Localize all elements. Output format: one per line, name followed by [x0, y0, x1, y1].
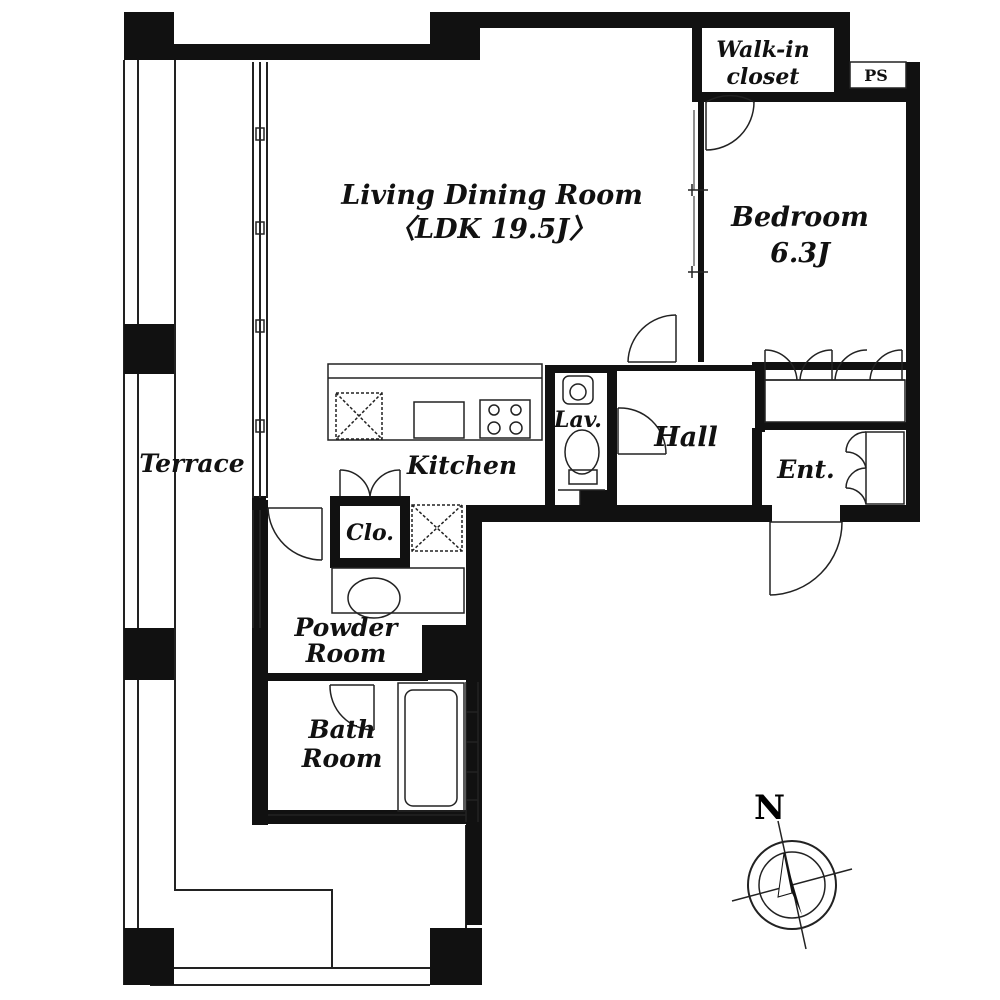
doors — [267, 94, 843, 731]
lavatory-label: Lav. — [553, 407, 602, 433]
ldk-windows — [252, 62, 268, 628]
entrance-label: Ent. — [776, 455, 834, 484]
toilet — [558, 375, 605, 505]
hall-label: Hall — [653, 422, 718, 453]
column — [124, 928, 174, 985]
walls — [174, 12, 920, 925]
bathtub — [268, 682, 466, 816]
closet-label: Clo. — [346, 520, 394, 546]
terrace-label: Terrace — [139, 449, 244, 478]
stove — [479, 399, 531, 439]
walkin-closet-label-line1: Walk-in — [716, 37, 809, 63]
column — [430, 928, 482, 985]
shoe-cabinet — [845, 431, 905, 505]
bath-window — [465, 682, 479, 822]
terrace-columns — [124, 12, 482, 985]
walkin-closet-label-line2: closet — [727, 64, 800, 90]
column — [124, 324, 174, 374]
bath-room-label-line2: Room — [301, 744, 383, 773]
ps-label: PS — [864, 66, 888, 85]
powder-room-label-line1: Powder — [294, 613, 400, 642]
ps-box — [849, 61, 907, 89]
bath-room-label-line1: Bath — [307, 715, 375, 744]
washbasin — [331, 567, 465, 619]
bedroom-size-label: 6.3J — [770, 238, 832, 269]
kitchen-label: Kitchen — [406, 451, 517, 480]
compass-north-label: N — [754, 788, 785, 828]
kitchen-sink — [413, 401, 465, 439]
column — [124, 628, 174, 680]
kitchen-counter — [327, 363, 543, 552]
living-dining-room-label: Living Dining Room — [340, 180, 643, 211]
compass: N — [731, 788, 853, 950]
powder-room-label-line2: Room — [305, 639, 387, 668]
kitchen-closet-doors — [339, 469, 401, 497]
bedroom-closet — [764, 349, 906, 423]
ldk-size-label: 〈LDK 19.5J〉 — [388, 214, 596, 245]
bedroom-label: Bedroom — [730, 202, 869, 233]
column — [124, 12, 174, 60]
